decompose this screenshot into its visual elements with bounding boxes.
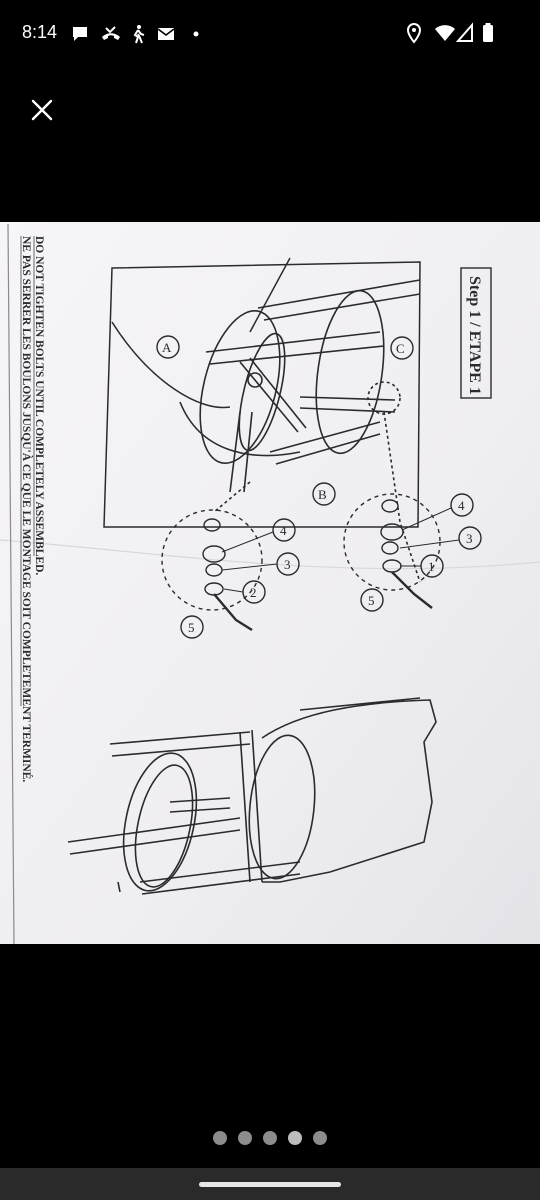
- warning-text: DO NOT TIGHTEN BOLTS UNTIL COMPLETELY AS…: [20, 236, 45, 782]
- page-indicator: [0, 1131, 540, 1149]
- callout-left-4: 4: [272, 518, 296, 542]
- cell-signal-icon: [455, 22, 474, 49]
- assembly-frame: [103, 257, 421, 528]
- location-pin-icon: [406, 22, 422, 49]
- photo-instruction-sheet: Step 1 / ETAPE 1 DO NOT TIGHTEN BOLTS UN…: [0, 222, 540, 945]
- close-button[interactable]: [22, 90, 62, 130]
- svg-text:C: C: [396, 341, 405, 356]
- system-icons: [406, 22, 506, 44]
- callout-right-5: 5: [360, 588, 384, 612]
- svg-text:A: A: [162, 340, 172, 355]
- hardware-detail-left: [161, 509, 263, 632]
- svg-text:4: 4: [280, 523, 287, 538]
- callout-right-3: 3: [458, 526, 482, 550]
- chair-illustration-top: [179, 279, 421, 583]
- callout-left-5: 5: [180, 615, 204, 639]
- wifi-icon: [434, 22, 456, 49]
- callout-right-4: 4: [450, 493, 474, 517]
- status-bar: 8:14: [0, 0, 540, 68]
- hardware-detail-right: [343, 493, 441, 609]
- page-dot-3[interactable]: [263, 1131, 277, 1145]
- svg-text:4: 4: [458, 498, 465, 513]
- paper-crease: [0, 539, 540, 570]
- step-header: Step 1 / ETAPE 1: [460, 267, 492, 399]
- warning-en: DO NOT TIGHTEN BOLTS UNTIL COMPLETELY AS…: [33, 236, 45, 575]
- paper-background: [0, 222, 540, 944]
- close-icon: [31, 99, 53, 121]
- warning-fr: NE PAS SERRER LES BOULONS JUSQU'À CE QUE…: [20, 236, 34, 782]
- walking-person-icon: [130, 24, 146, 49]
- paper-left-edge: [7, 223, 15, 945]
- status-time: 8:14: [22, 22, 58, 42]
- svg-text:5: 5: [368, 593, 375, 608]
- svg-text:3: 3: [284, 557, 291, 572]
- part-label-b: B: [312, 482, 336, 506]
- step-title: Step 1 / ETAPE 1: [466, 276, 483, 395]
- callout-leader-lines: [221, 507, 460, 593]
- svg-text:5: 5: [188, 620, 195, 635]
- part-label-a: A: [156, 335, 180, 359]
- part-label-c: C: [390, 336, 414, 360]
- chat-bubble-icon: [70, 24, 90, 49]
- dot-icon: [192, 24, 200, 49]
- svg-text:2: 2: [250, 585, 257, 600]
- page-dot-5[interactable]: [313, 1131, 327, 1145]
- page-dot-2[interactable]: [238, 1131, 252, 1145]
- navigation-bar: [0, 1168, 540, 1200]
- home-gesture-handle[interactable]: [199, 1182, 341, 1187]
- page-dot-4[interactable]: [288, 1131, 302, 1145]
- mail-icon: [156, 24, 176, 49]
- chair-illustration-bottom: [67, 697, 437, 895]
- page-dot-1[interactable]: [213, 1131, 227, 1145]
- battery-icon: [482, 22, 494, 49]
- instruction-diagram: Step 1 / ETAPE 1 DO NOT TIGHTEN BOLTS UN…: [0, 222, 540, 945]
- missed-call-icon: [100, 24, 122, 49]
- svg-text:B: B: [318, 487, 327, 502]
- svg-text:3: 3: [466, 531, 473, 546]
- svg-text:1: 1: [428, 559, 435, 574]
